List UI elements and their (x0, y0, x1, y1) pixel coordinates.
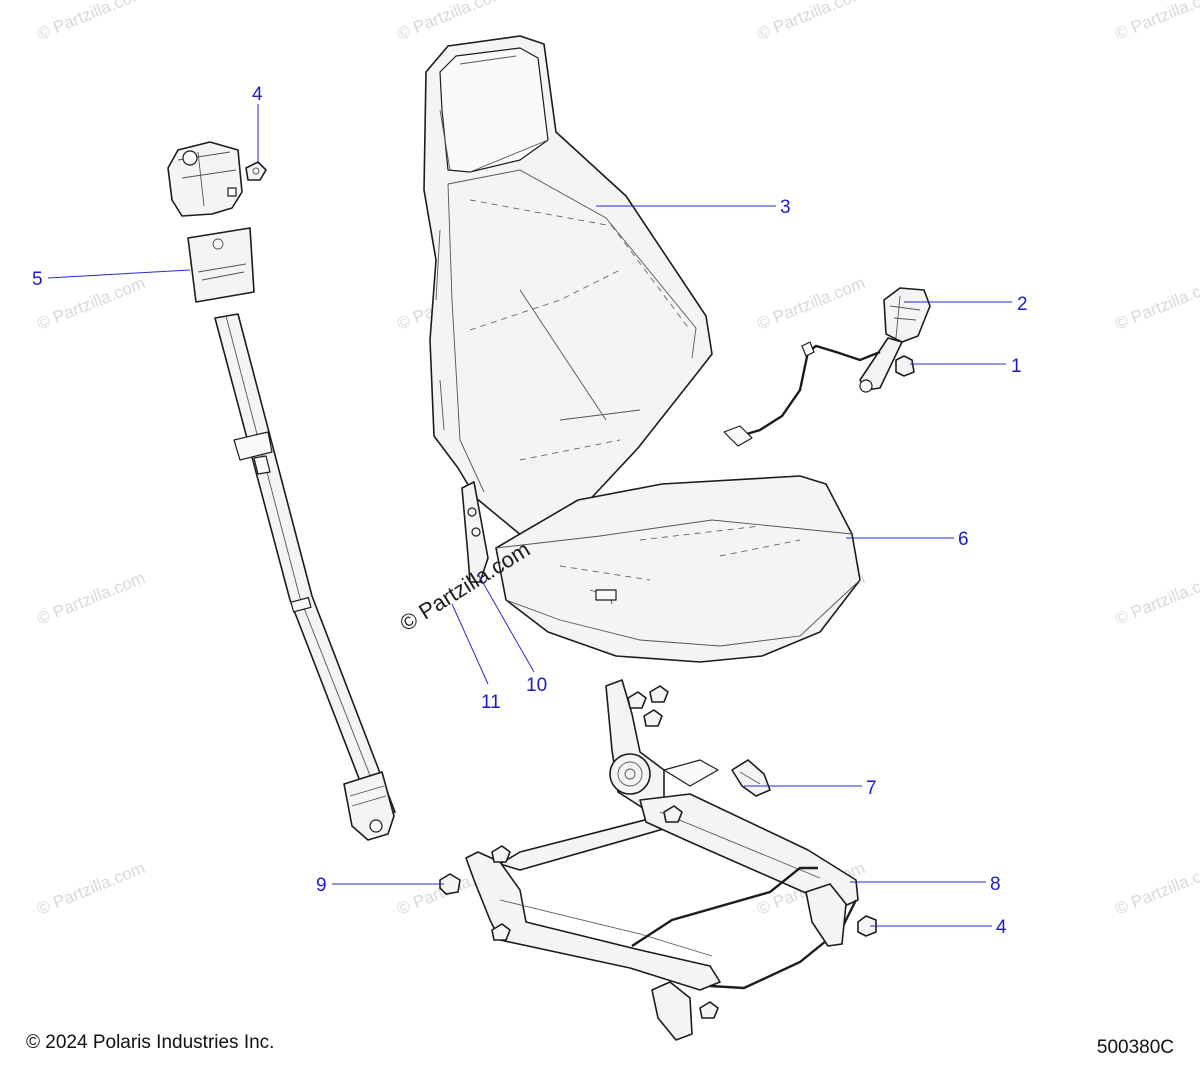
callout-11[interactable]: 11 (481, 692, 501, 713)
callout-numbers: 4 5 3 2 1 6 10 11 7 8 9 4 (32, 84, 1028, 938)
figure-id: 500380C (1096, 1037, 1174, 1058)
leader-lines (47, 104, 1012, 927)
watermark: © Partzilla.com (754, 0, 867, 44)
seat-belt-assembly (167, 141, 396, 841)
watermark: © Partzilla.com (1112, 0, 1200, 44)
copyright-notice: © 2024 Polaris Industries Inc. (26, 1032, 275, 1053)
watermark: © Partzilla.com (34, 273, 147, 334)
nut-front (857, 915, 877, 937)
adjuster-lever (731, 759, 771, 797)
watermark: © Partzilla.com (1112, 858, 1200, 919)
callout-2[interactable]: 2 (1017, 294, 1028, 315)
callout-8[interactable]: 8 (990, 874, 1001, 895)
watermark: © Partzilla.com (1112, 568, 1200, 629)
watermark: © Partzilla.com (1112, 273, 1200, 334)
watermark: © Partzilla.com (754, 273, 867, 334)
callout-9[interactable]: 9 (316, 875, 327, 896)
seat-back (423, 35, 713, 537)
hinge-bracket (461, 481, 489, 583)
callout-1[interactable]: 1 (1011, 356, 1022, 377)
nut-side (439, 873, 461, 895)
callout-10[interactable]: 10 (526, 675, 547, 696)
callout-4-upper[interactable]: 4 (252, 84, 263, 105)
callout-3[interactable]: 3 (780, 197, 791, 218)
bolt-buckle (895, 355, 915, 377)
bolt-upper (245, 161, 267, 181)
watermark: © Partzilla.com (34, 0, 147, 44)
callout-5[interactable]: 5 (32, 269, 43, 290)
watermark: © Partzilla.com (34, 858, 147, 919)
seat-cushion (495, 475, 861, 663)
watermark: © Partzilla.com (34, 568, 147, 629)
callout-4-lower[interactable]: 4 (996, 917, 1007, 938)
watermark: © Partzilla.com (394, 0, 507, 44)
seat-frame (465, 679, 859, 1041)
callout-6[interactable]: 6 (958, 529, 969, 550)
callout-7[interactable]: 7 (866, 778, 877, 799)
